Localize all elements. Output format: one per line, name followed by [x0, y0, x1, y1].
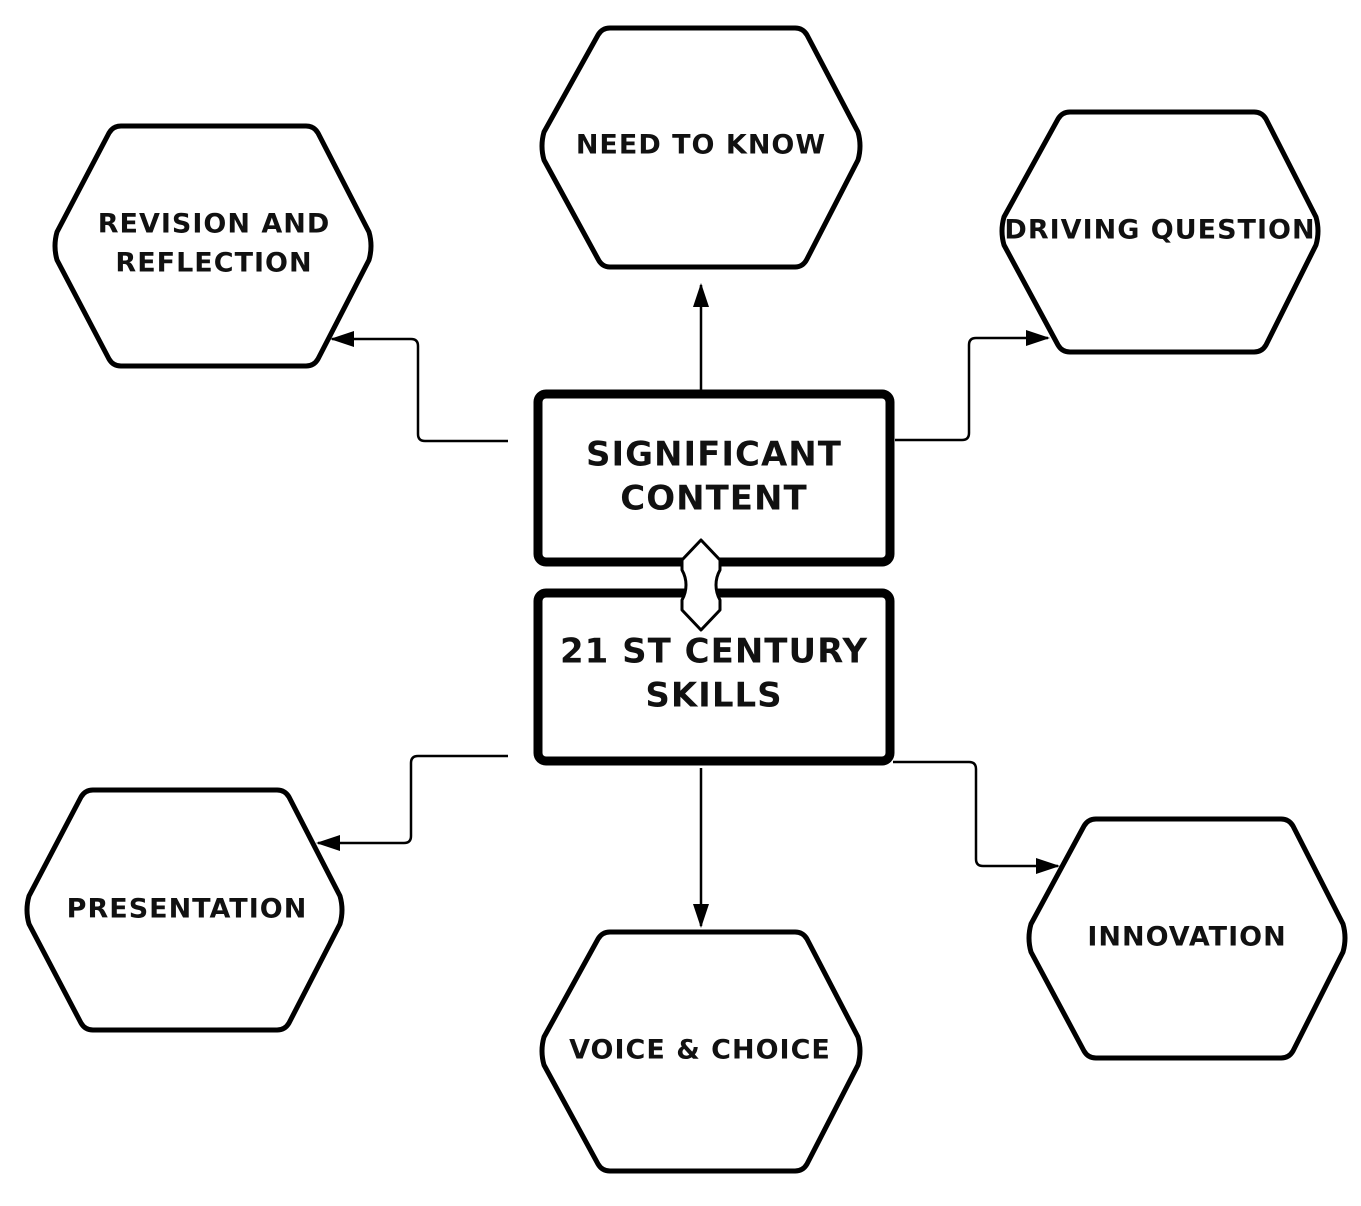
- revision-and-reflection-label-line2: REFLECTION: [115, 248, 312, 279]
- voice-and-choice-label: VOICE & CHOICE: [569, 1035, 831, 1066]
- edge-21st-century-skills-to-innovation: [893, 760, 1060, 874]
- revision-and-reflection-hexagon: [52, 123, 374, 369]
- node-voice-and-choice[interactable]: VOICE & CHOICE: [539, 929, 863, 1174]
- need-to-know-hexagon: [539, 25, 863, 270]
- voice-and-choice-hexagon: [539, 929, 863, 1174]
- innovation-label: INNOVATION: [1087, 922, 1286, 953]
- node-innovation[interactable]: INNOVATION: [1026, 816, 1348, 1061]
- edge-significant-content-to-driving-question: [895, 330, 1050, 442]
- node-need-to-know[interactable]: NEED TO KNOW: [539, 25, 863, 270]
- node-significant-content[interactable]: SIGNIFICANT CONTENT: [533, 389, 895, 567]
- 21st-century-skills-label-line2: SKILLS: [645, 676, 782, 716]
- need-to-know-label: NEED TO KNOW: [576, 130, 826, 161]
- edge-21st-century-skills-to-presentation: [316, 754, 508, 851]
- driving-question-hexagon: [999, 109, 1321, 355]
- node-revision-and-reflection[interactable]: REVISION AND REFLECTION: [52, 123, 374, 369]
- 21st-century-skills-label-line1: 21 ST CENTURY: [560, 632, 868, 672]
- node-presentation[interactable]: PRESENTATION: [24, 787, 345, 1033]
- presentation-label: PRESENTATION: [67, 894, 308, 925]
- edge-significant-content-to-revision-and-reflection: [330, 331, 508, 443]
- significant-content-label-line1: SIGNIFICANT: [586, 435, 842, 475]
- node-21st-century-skills[interactable]: 21 ST CENTURY SKILLS: [533, 588, 895, 766]
- revision-and-reflection-label-line1: REVISION AND: [98, 209, 331, 240]
- node-driving-question[interactable]: DRIVING QUESTION: [999, 109, 1321, 355]
- innovation-hexagon: [1026, 816, 1348, 1061]
- driving-question-label: DRIVING QUESTION: [1004, 215, 1315, 246]
- bidirectional-arrow-icon: [680, 538, 722, 632]
- significant-content-label-line2: CONTENT: [620, 479, 807, 519]
- presentation-hexagon: [24, 787, 345, 1033]
